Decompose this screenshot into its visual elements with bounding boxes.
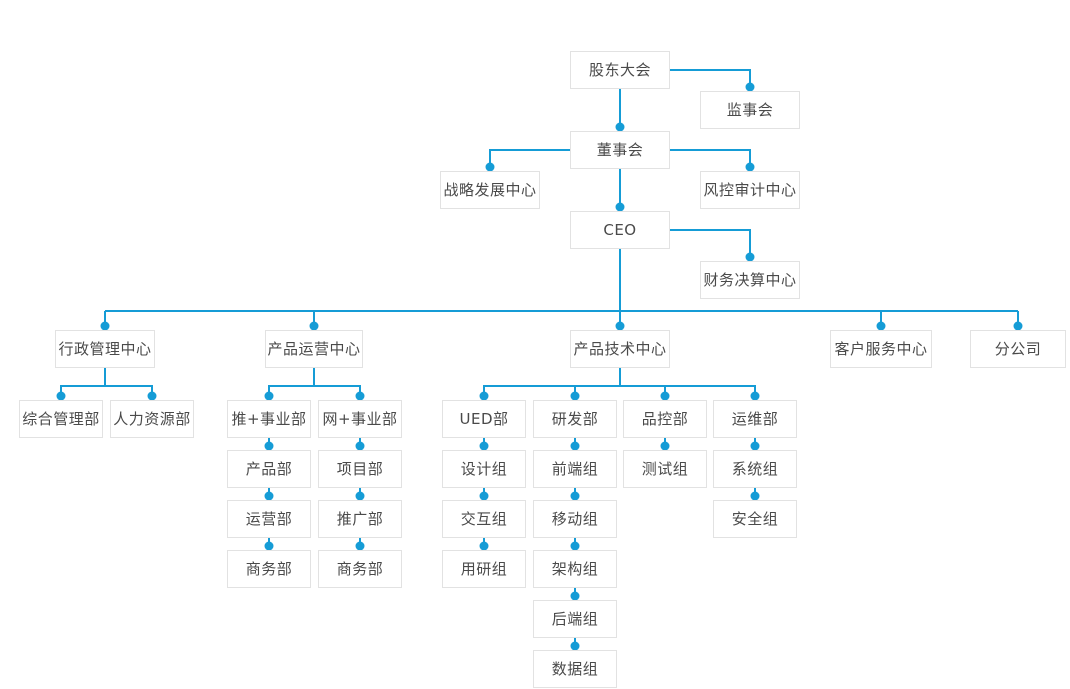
node-frontend-team: 前端组 <box>533 450 617 488</box>
connector-ceo-finance <box>670 229 751 261</box>
node-tui-division: 推+事业部 <box>227 400 311 438</box>
junction-dot <box>355 391 365 401</box>
node-project-dept: 项目部 <box>318 450 402 488</box>
connector-board-strategy <box>489 149 570 171</box>
junction-dot <box>100 321 110 331</box>
node-product-dept: 产品部 <box>227 450 311 488</box>
node-branch-company: 分公司 <box>970 330 1066 368</box>
node-risk-audit-center: 风控审计中心 <box>700 171 800 209</box>
junction-dot <box>745 82 755 92</box>
node-product-tech-center: 产品技术中心 <box>570 330 670 368</box>
junction-dot <box>570 641 580 651</box>
junction-dot <box>309 321 319 331</box>
junction-dot <box>264 491 274 501</box>
junction-dot <box>660 391 670 401</box>
node-ued-dept: UED部 <box>442 400 526 438</box>
junction-dot <box>876 321 886 331</box>
junction-dot <box>264 541 274 551</box>
node-shareholders-meeting: 股东大会 <box>570 51 670 89</box>
junction-dot <box>479 441 489 451</box>
node-architecture-team: 架构组 <box>533 550 617 588</box>
junction-dot <box>570 391 580 401</box>
junction-dot <box>745 162 755 172</box>
junction-dot <box>750 441 760 451</box>
junction-dot <box>750 491 760 501</box>
junction-dot <box>355 541 365 551</box>
junction-dot <box>615 202 625 212</box>
node-user-research-team: 用研组 <box>442 550 526 588</box>
junction-dot <box>56 391 66 401</box>
node-qc-dept: 品控部 <box>623 400 707 438</box>
connector-tech-center-children <box>483 368 756 400</box>
node-wang-division: 网+事业部 <box>318 400 402 438</box>
node-business-dept-tui: 商务部 <box>227 550 311 588</box>
node-operation-dept: 运营部 <box>227 500 311 538</box>
node-data-team: 数据组 <box>533 650 617 688</box>
junction-dot <box>147 391 157 401</box>
junction-dot <box>745 252 755 262</box>
junction-dot <box>485 162 495 172</box>
junction-dot <box>355 491 365 501</box>
node-promotion-dept: 推广部 <box>318 500 402 538</box>
node-system-team: 系统组 <box>713 450 797 488</box>
junction-dot <box>264 391 274 401</box>
node-general-mgmt-dept: 综合管理部 <box>19 400 103 438</box>
node-admin-center: 行政管理中心 <box>55 330 155 368</box>
junction-dot <box>264 441 274 451</box>
node-interaction-team: 交互组 <box>442 500 526 538</box>
junction-dot <box>355 441 365 451</box>
junction-dot <box>570 591 580 601</box>
node-om-dept: 运维部 <box>713 400 797 438</box>
connector-board-risk-audit <box>670 149 751 171</box>
node-business-dept-wang: 商务部 <box>318 550 402 588</box>
node-security-team: 安全组 <box>713 500 797 538</box>
junction-dot <box>570 441 580 451</box>
junction-dot <box>615 321 625 331</box>
node-mobile-team: 移动组 <box>533 500 617 538</box>
junction-dot <box>570 491 580 501</box>
node-design-team: 设计组 <box>442 450 526 488</box>
node-backend-team: 后端组 <box>533 600 617 638</box>
junction-dot <box>479 491 489 501</box>
node-customer-service-center: 客户服务中心 <box>830 330 932 368</box>
junction-dot <box>570 541 580 551</box>
node-finance-center: 财务决算中心 <box>700 261 800 299</box>
junction-dot <box>750 391 760 401</box>
junction-dot <box>479 541 489 551</box>
node-ceo: CEO <box>570 211 670 249</box>
junction-dot <box>615 122 625 132</box>
node-board-of-directors: 董事会 <box>570 131 670 169</box>
node-rd-dept: 研发部 <box>533 400 617 438</box>
junction-dot <box>479 391 489 401</box>
connector-shareholders-supervisory <box>670 69 751 91</box>
node-supervisory-board: 监事会 <box>700 91 800 129</box>
connector-admin-center-children <box>60 368 153 400</box>
node-hr-dept: 人力资源部 <box>110 400 194 438</box>
node-product-ops-center: 产品运营中心 <box>265 330 363 368</box>
junction-dot <box>1013 321 1023 331</box>
junction-dot <box>660 441 670 451</box>
connector-ops-center-children <box>268 368 361 400</box>
node-strategy-center: 战略发展中心 <box>440 171 540 209</box>
node-testing-team: 测试组 <box>623 450 707 488</box>
